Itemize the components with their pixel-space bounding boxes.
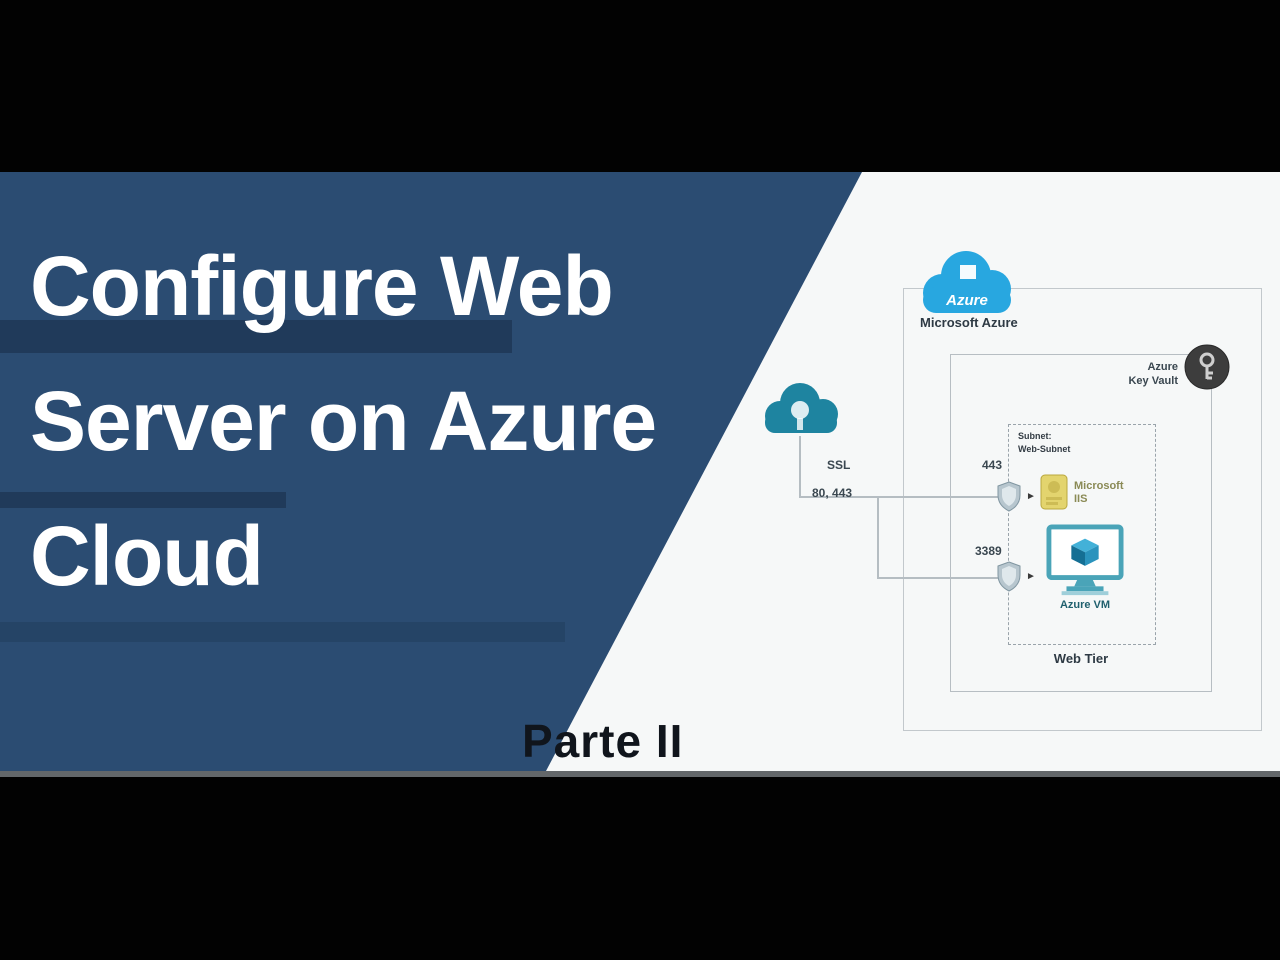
azure-vm-caption: Azure VM xyxy=(1059,599,1111,611)
nsg-http-port-label: 443 xyxy=(982,458,1003,472)
azure-cloud-wordmark: Azure xyxy=(945,292,988,309)
content-area: Configure Web Server on Azure Cloud xyxy=(0,172,1280,771)
subnet-caption-line1: Subnet: xyxy=(1018,431,1052,441)
virtual-network-box xyxy=(950,354,1212,692)
azure-vm-icon xyxy=(1046,524,1124,598)
arrow-right-icon: ► xyxy=(1026,571,1036,582)
ssl-traffic-label: SSL xyxy=(827,458,851,472)
azure-cloud-icon: Azure xyxy=(908,243,1026,321)
background-strip xyxy=(0,320,512,353)
title-line-3: Cloud xyxy=(30,509,264,603)
iis-caption-line1: Microsoft xyxy=(1074,480,1124,492)
nsg-rdp-port-label: 3389 xyxy=(975,544,1002,558)
iis-caption: Microsoft IIS xyxy=(1074,480,1124,506)
letterbox-bottom xyxy=(0,777,1280,960)
subnet-dashed-box xyxy=(1008,424,1156,645)
internet-cloud-icon xyxy=(753,376,848,440)
nsg-shield-rdp-icon xyxy=(997,561,1021,593)
subnet-caption: Subnet: Web-Subnet xyxy=(1018,430,1070,456)
title-line-1: Configure Web xyxy=(30,239,614,333)
nsg-shield-http-icon xyxy=(997,481,1021,513)
azure-cloud-caption: Microsoft Azure xyxy=(920,315,1018,330)
web-tier-caption: Web Tier xyxy=(1053,651,1109,666)
azure-boundary-box xyxy=(903,288,1262,731)
ports-label: 80, 443 xyxy=(812,486,853,500)
background-strip xyxy=(0,492,286,508)
title-line-2: Server on Azure xyxy=(30,374,657,468)
traffic-junction-line xyxy=(877,496,879,579)
subtitle-text: Parte II xyxy=(522,715,684,767)
key-vault-caption: Azure Key Vault xyxy=(1090,360,1178,388)
key-vault-caption-line2: Key Vault xyxy=(1128,375,1178,387)
key-vault-icon xyxy=(1184,344,1230,390)
internet-connector-line xyxy=(799,436,801,498)
background-strip xyxy=(0,622,565,642)
rdp-traffic-line xyxy=(877,577,1009,579)
arrow-right-icon: ► xyxy=(1026,491,1036,502)
subnet-caption-line2: Web-Subnet xyxy=(1018,444,1071,454)
http-traffic-line xyxy=(800,496,1009,498)
key-vault-caption-line1: Azure xyxy=(1147,361,1178,373)
azure-logo-square xyxy=(960,265,976,279)
iis-caption-line2: IIS xyxy=(1074,493,1088,505)
globe-glyph xyxy=(791,401,809,419)
iis-icon xyxy=(1040,474,1068,510)
bottom-separator-line xyxy=(0,771,1280,777)
letterbox-top xyxy=(0,0,1280,172)
